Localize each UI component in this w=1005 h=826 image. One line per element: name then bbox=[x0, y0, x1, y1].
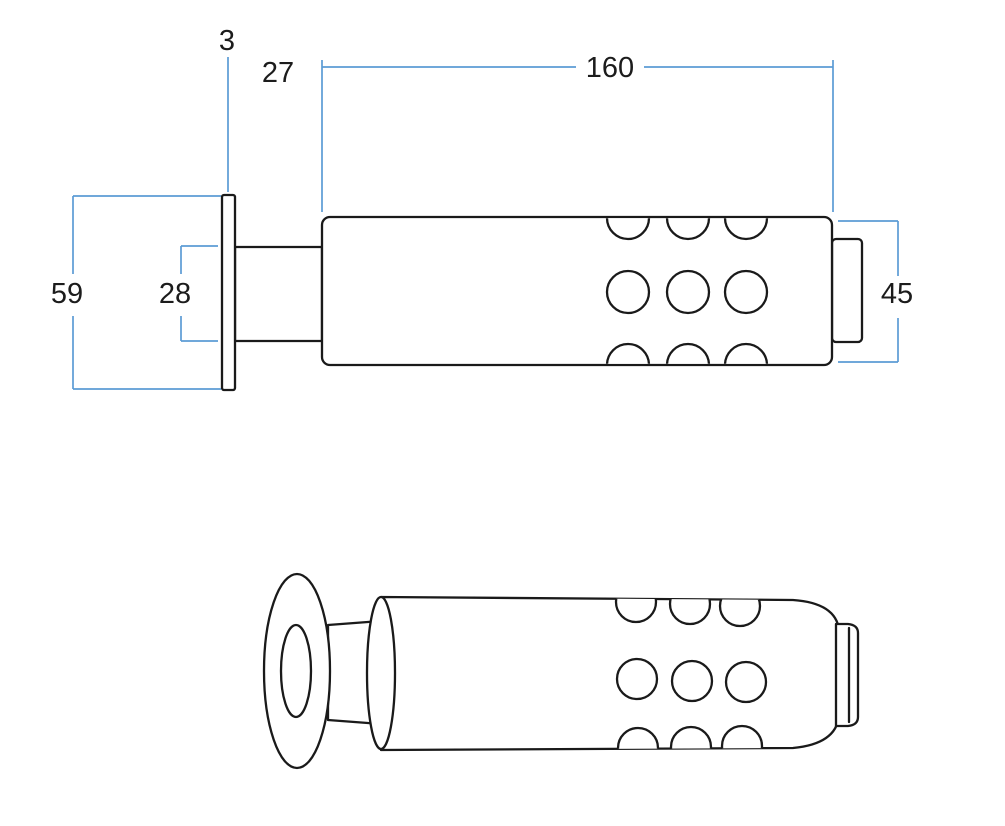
side-view-neck bbox=[233, 245, 324, 343]
dimension-flange-thickness-label: 3 bbox=[219, 25, 235, 57]
dimple bbox=[724, 660, 768, 704]
perspective-dimples bbox=[614, 597, 768, 750]
dimple bbox=[605, 269, 651, 315]
dimple bbox=[615, 657, 659, 701]
perspective-end-cap bbox=[834, 622, 860, 728]
side-view-body bbox=[320, 215, 834, 367]
dimple bbox=[669, 725, 713, 750]
side-view bbox=[220, 193, 864, 392]
dimple bbox=[723, 269, 769, 315]
dimple bbox=[668, 597, 712, 626]
dimple bbox=[665, 269, 711, 315]
perspective-view bbox=[262, 572, 860, 770]
dimple bbox=[723, 218, 769, 241]
perspective-flange-bore bbox=[279, 623, 313, 719]
dimension-flange-diameter: 59 bbox=[51, 195, 221, 390]
dimple bbox=[605, 342, 651, 364]
dimple bbox=[614, 597, 658, 624]
dimple bbox=[665, 342, 711, 364]
dimension-end-diameter: 45 bbox=[838, 220, 913, 363]
dimension-neck-length: 27 bbox=[262, 57, 294, 89]
dimension-body-length: 160 bbox=[321, 52, 834, 212]
dimension-flange-thickness: 3 bbox=[219, 25, 235, 192]
dimension-neck-diameter: 28 bbox=[159, 245, 218, 342]
dimension-neck-length-label: 27 bbox=[262, 57, 294, 89]
dimple bbox=[723, 342, 769, 364]
dimple bbox=[670, 659, 714, 703]
side-view-dimples bbox=[605, 218, 769, 364]
dimension-body-length-label: 160 bbox=[586, 52, 634, 84]
perspective-body bbox=[379, 595, 841, 752]
dimple bbox=[605, 218, 651, 241]
side-view-end-cap bbox=[830, 237, 864, 344]
dimple bbox=[665, 218, 711, 241]
dimple bbox=[718, 597, 762, 628]
dimension-neck-diameter-label: 28 bbox=[159, 278, 191, 310]
dimple bbox=[720, 724, 764, 750]
side-view-flange bbox=[220, 193, 237, 392]
dimensions: 3 27 160 59 bbox=[51, 25, 913, 390]
dimension-end-diameter-label: 45 bbox=[881, 278, 913, 310]
dimple bbox=[616, 726, 660, 750]
perspective-body-rim bbox=[365, 595, 397, 751]
dimension-flange-diameter-label: 59 bbox=[51, 278, 83, 310]
